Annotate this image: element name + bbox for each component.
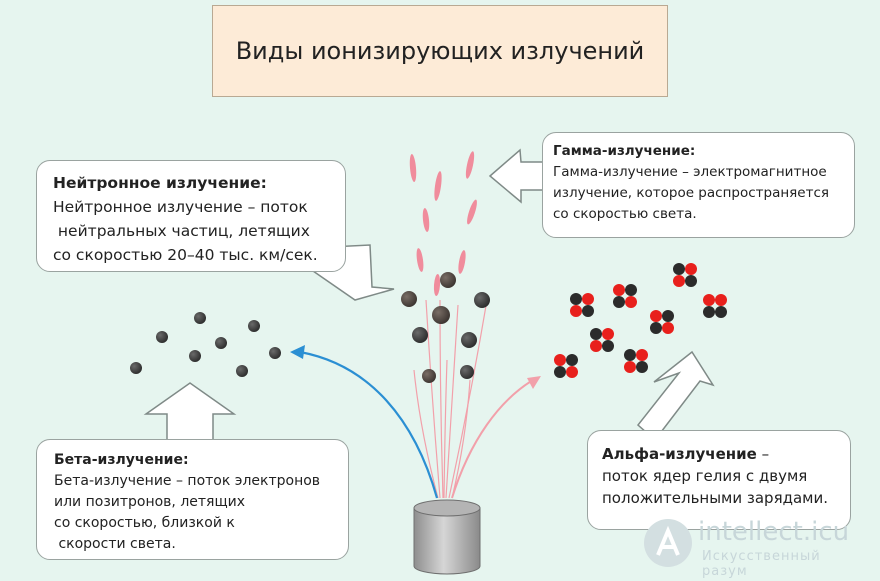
beta-line-3: со скоростью, близкой к bbox=[54, 515, 235, 531]
ray-lines bbox=[413, 299, 488, 499]
neutron-particles bbox=[401, 272, 490, 383]
gamma-arrow bbox=[488, 148, 548, 204]
neutron-line-3: со скоростью 20–40 тыс. км/сек. bbox=[53, 246, 318, 264]
neutron-line-2: нейтральных частиц, летящих bbox=[53, 222, 310, 240]
beta-arrow bbox=[143, 382, 237, 445]
alpha-ray-arrow bbox=[451, 379, 534, 499]
watermark-subtitle: Искусственный разум bbox=[702, 549, 821, 579]
watermark-name: intellect.icu bbox=[698, 517, 850, 547]
alpha-ray-arrowhead bbox=[527, 376, 541, 389]
alpha-heading: Альфа-излучение bbox=[602, 445, 757, 463]
alpha-particles bbox=[554, 263, 727, 378]
beta-ray-arrowhead bbox=[290, 345, 305, 359]
gamma-rays bbox=[409, 151, 477, 296]
watermark: intellect.icu Искусственный разум bbox=[640, 515, 870, 579]
title-box: Виды ионизирующих излучений bbox=[212, 5, 668, 97]
gamma-line-1: Гамма-излучение – электромагнитное bbox=[553, 164, 827, 180]
beta-card: Бета-излучение: Бета-излучение – поток э… bbox=[36, 439, 349, 560]
gamma-card: Гамма-излучение: Гамма-излучение – элект… bbox=[542, 132, 855, 238]
alpha-card: Альфа-излучение – поток ядер гелия с дву… bbox=[587, 430, 851, 530]
gamma-heading: Гамма-излучение: bbox=[553, 143, 696, 159]
radiation-source-cylinder bbox=[413, 499, 481, 575]
beta-line-4: скорости света. bbox=[54, 536, 176, 552]
beta-line-2: или позитронов, летящих bbox=[54, 494, 246, 510]
alpha-line-1: поток ядер гелия с двумя bbox=[602, 467, 808, 485]
beta-line-1: Бета-излучение – поток электронов bbox=[54, 473, 321, 489]
alpha-arrow bbox=[636, 350, 715, 442]
page-title: Виды ионизирующих излучений bbox=[235, 37, 645, 65]
neutron-card: Нейтронное излучение: Нейтронное излучен… bbox=[36, 160, 346, 272]
watermark-logo-icon bbox=[644, 519, 692, 567]
alpha-line-2: положительными зарядами. bbox=[602, 489, 828, 507]
beta-ray-arrow bbox=[299, 350, 439, 499]
alpha-heading-suffix: – bbox=[756, 445, 770, 463]
beta-particles bbox=[130, 312, 281, 377]
beta-heading: Бета-излучение: bbox=[54, 452, 189, 468]
neutron-line-1: Нейтронное излучение – поток bbox=[53, 198, 308, 216]
gamma-line-3: со скоростью света. bbox=[553, 206, 697, 222]
gamma-line-2: излучение, которое распространяется bbox=[553, 185, 830, 201]
neutron-heading: Нейтронное излучение: bbox=[53, 174, 267, 192]
